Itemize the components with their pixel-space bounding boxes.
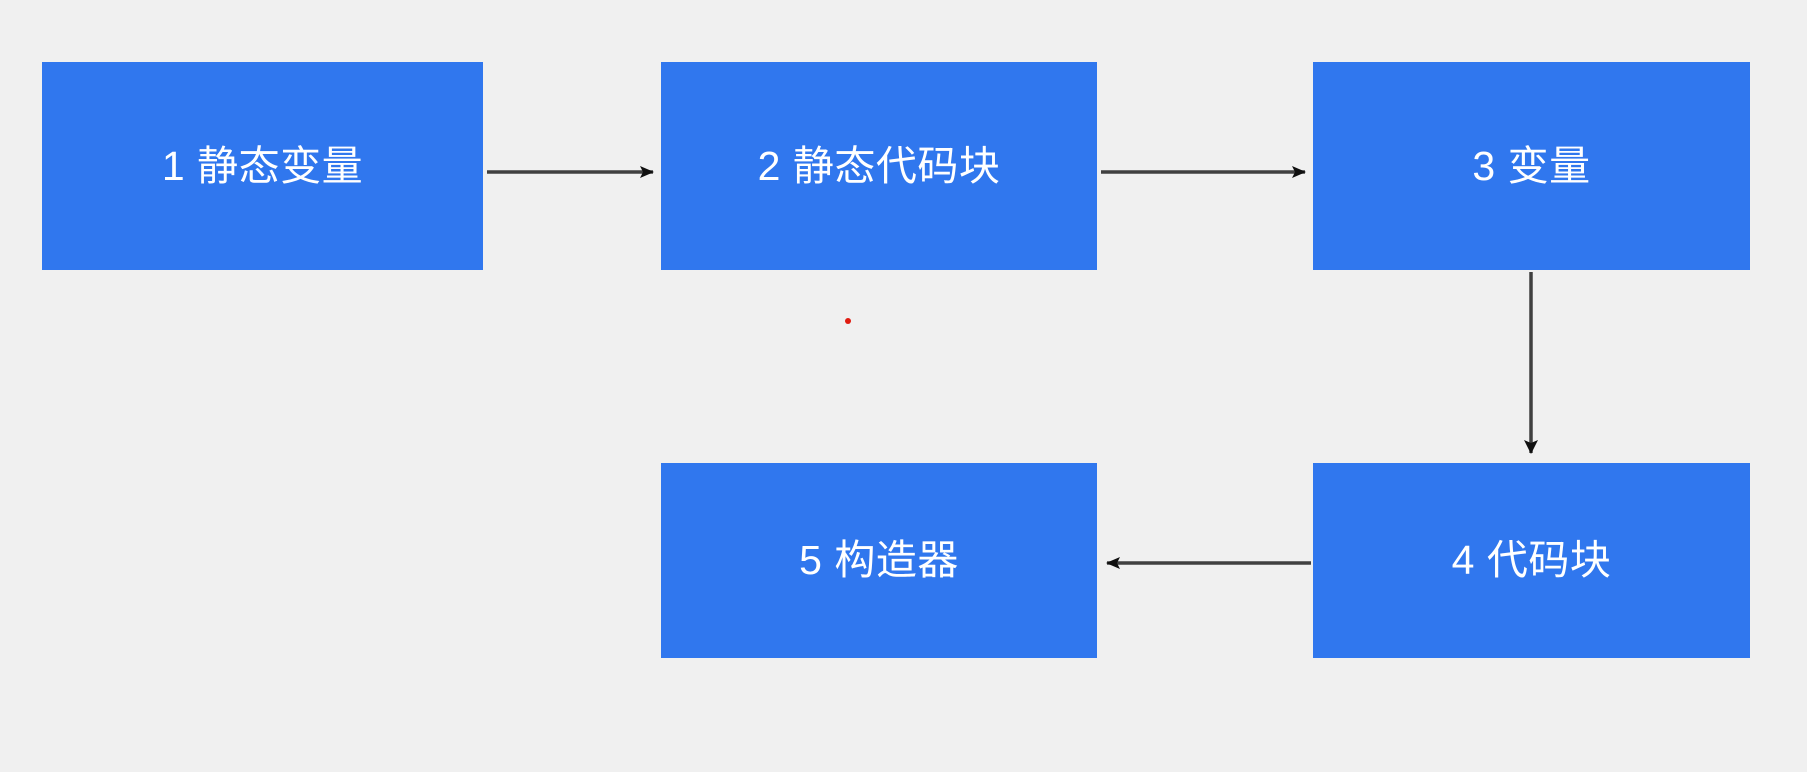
node-label: 5 构造器 <box>799 537 959 583</box>
node-code-block[interactable]: 4 代码块 <box>1313 463 1750 658</box>
node-variable[interactable]: 3 变量 <box>1313 62 1750 270</box>
node-constructor[interactable]: 5 构造器 <box>661 463 1097 658</box>
node-static-block[interactable]: 2 静态代码块 <box>661 62 1097 270</box>
node-label: 2 静态代码块 <box>757 142 1001 189</box>
node-static-variable[interactable]: 1 静态变量 <box>42 62 483 270</box>
red-dot-marker <box>845 318 851 324</box>
node-label: 4 代码块 <box>1451 537 1612 583</box>
node-label: 3 变量 <box>1472 142 1591 189</box>
node-label: 1 静态变量 <box>161 142 364 189</box>
